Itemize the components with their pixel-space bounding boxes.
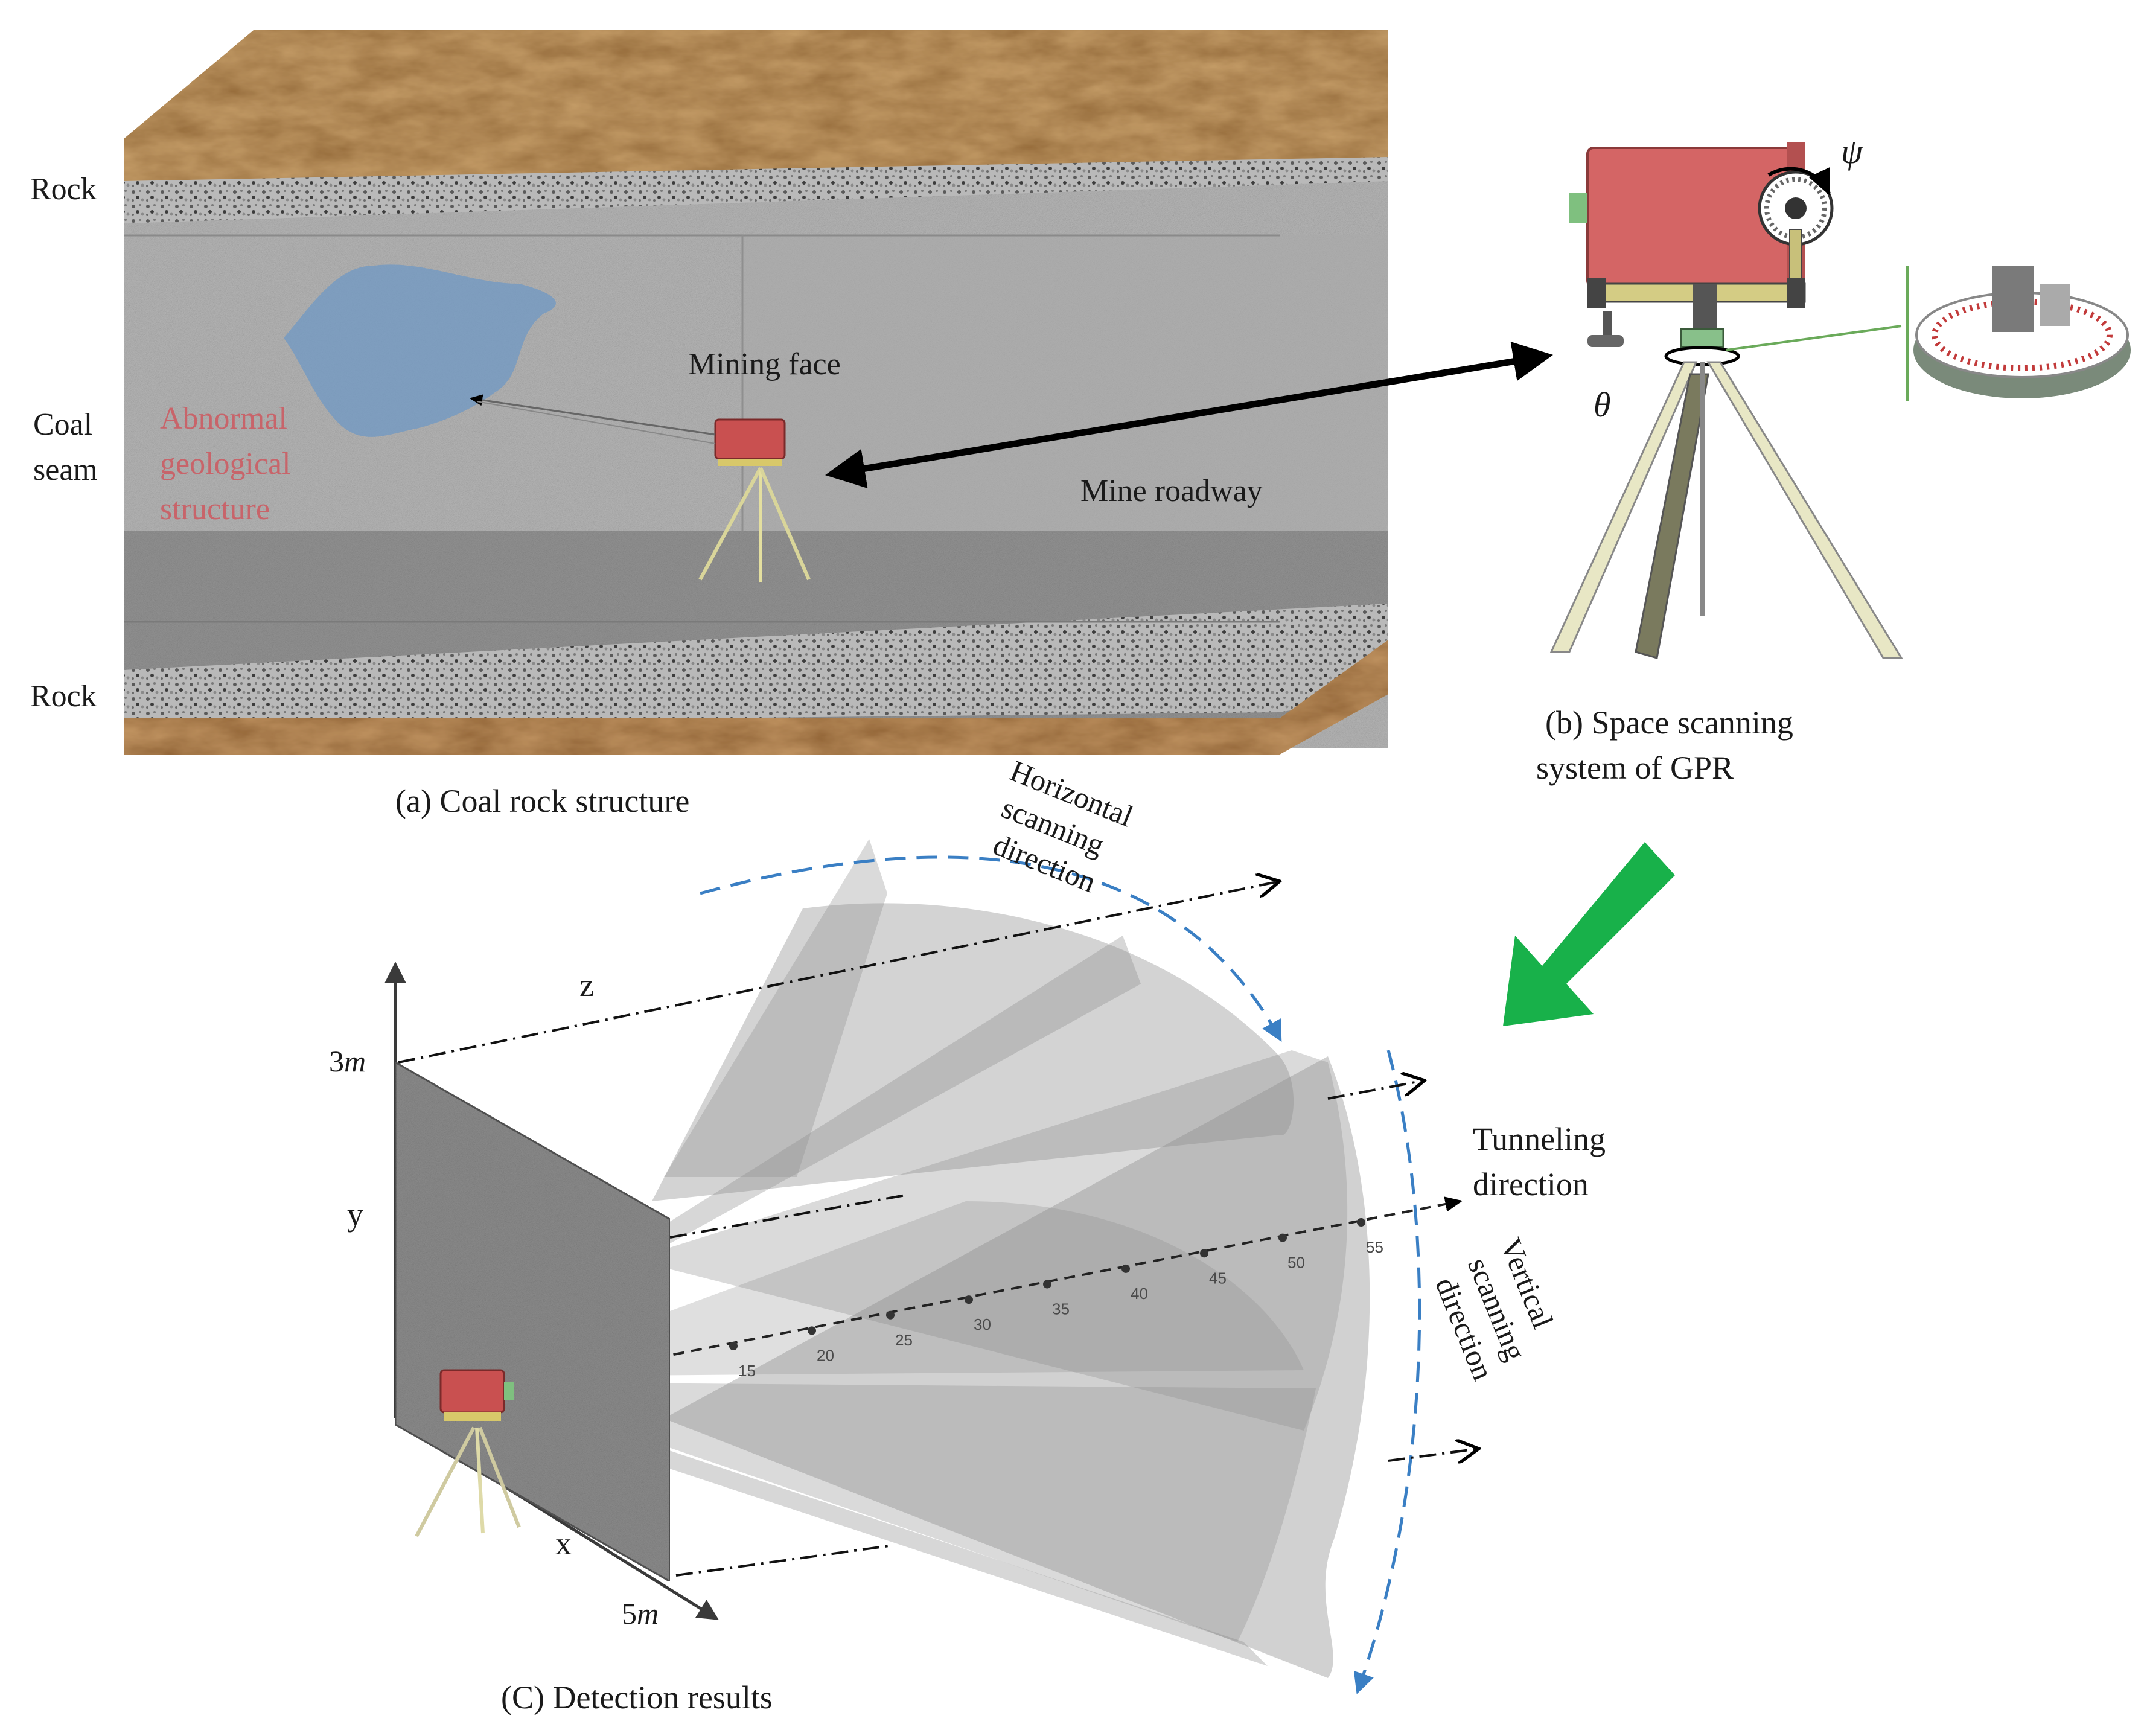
label-psi: ψ [1841, 132, 1863, 171]
range-tick-label: 20 [817, 1346, 834, 1364]
rotation-dial [1758, 167, 1834, 246]
label-coal: Coal [33, 407, 92, 442]
label-vertical-scanning: Vertical scanning direction [1429, 1233, 1560, 1385]
label-horizontal-scanning: Horizontal scanning direction [989, 753, 1138, 899]
abnormal-geological-structure-blob [284, 264, 556, 437]
label-axis-y: y [347, 1196, 363, 1233]
scan-wedge-outer-arc [664, 1056, 1370, 1678]
label-abnormal-2: geological [160, 447, 291, 481]
label-mining-face: Mining face [688, 347, 841, 381]
label-tunneling-1: Tunneling [1473, 1121, 1606, 1157]
range-ticks: 15 20 25 30 35 40 45 50 55 [729, 1218, 1383, 1380]
scan-wedge-mid [664, 1050, 1348, 1431]
scan-wedge-top [664, 839, 887, 1177]
label-abnormal-1: Abnormal [160, 401, 287, 436]
detection-ray-2 [476, 401, 716, 444]
panel-c-detection-results: 15 20 25 30 35 40 45 50 55 y x z 3m 5m Horizonta… [329, 753, 1606, 1715]
range-tick-label: 50 [1287, 1254, 1305, 1272]
label-abnormal-3: structure [160, 492, 270, 526]
range-tick-label: 35 [1052, 1300, 1070, 1318]
range-tick-dot [729, 1342, 738, 1350]
range-tick-label: 30 [974, 1315, 991, 1333]
range-tick-label: 55 [1366, 1238, 1383, 1256]
green-flow-arrow [1503, 842, 1675, 1026]
detection-ray-1 [469, 394, 716, 436]
range-tick-dot [1121, 1264, 1130, 1273]
label-rock-bottom: Rock [30, 679, 97, 713]
range-tick-label: 40 [1131, 1284, 1148, 1303]
label-seam: seam [33, 453, 98, 487]
gpr-radar-box [1569, 142, 1805, 288]
range-tick-label: 45 [1209, 1269, 1227, 1287]
scan-wedge-bottom [664, 1449, 1268, 1666]
label-axis-z: z [579, 967, 594, 1003]
range-tick-dot [1043, 1280, 1051, 1289]
scan-wedge-lower [531, 1382, 1316, 1642]
label-axis-x: x [555, 1525, 572, 1562]
rock-block [124, 30, 1388, 755]
range-tick-dot [965, 1295, 973, 1304]
scan-wedge-mid-high [664, 936, 1141, 1243]
mining-face-panel [394, 1061, 671, 1583]
scan-wedge-center [543, 1201, 1304, 1376]
range-tick-label: 25 [895, 1331, 913, 1349]
link-arrow-a-to-b [825, 342, 1554, 488]
dash-dot-guides [398, 881, 1479, 1577]
guide-upper-mid [669, 1194, 906, 1239]
label-mine-roadway: Mine roadway [1080, 474, 1263, 508]
range-tick-label: 15 [738, 1362, 756, 1380]
tripod [1549, 328, 1903, 659]
guide-bottom [675, 1544, 894, 1577]
panel-a-coal-rock-structure: Rock Coal seam Rock Mining face Mine roa… [30, 30, 1554, 819]
panel-b-gpr-scanning-system: ψ θ (b) Space scanning system of GPR [1503, 132, 2131, 1026]
caption-panel-a: (a) Coal rock structure [395, 783, 689, 819]
label-tunneling-2: direction [1473, 1166, 1589, 1202]
label-theta: θ [1594, 385, 1611, 424]
range-tick-dot [1200, 1249, 1208, 1258]
range-tick-dot [886, 1310, 895, 1320]
label-width-dimension: 5m [622, 1597, 659, 1630]
range-tick-dot [1357, 1218, 1365, 1227]
caption-panel-c: (C) Detection results [501, 1679, 773, 1715]
mini-radar-unit [698, 418, 811, 582]
dial-detail-inset [1726, 266, 2131, 401]
range-tick-dot [808, 1326, 816, 1335]
caption-panel-b-line1: (b) Space scanning [1545, 704, 1793, 741]
range-tick-dot [1278, 1233, 1287, 1242]
tunneling-direction-line [531, 1196, 1463, 1383]
guide-upper-right [1327, 1080, 1425, 1100]
vertical-scanning-arc [1353, 1050, 1421, 1694]
label-rock-top: Rock [30, 172, 97, 206]
caption-panel-b-line2: system of GPR [1536, 750, 1734, 786]
guide-top-z [398, 881, 1280, 1064]
panel-c-radar-unit [415, 1369, 521, 1537]
gimbal-frame [1587, 229, 1806, 347]
label-height-dimension: 3m [329, 1044, 366, 1078]
horizontal-scanning-arc [700, 855, 1282, 1042]
guide-lower-right [1388, 1449, 1479, 1461]
